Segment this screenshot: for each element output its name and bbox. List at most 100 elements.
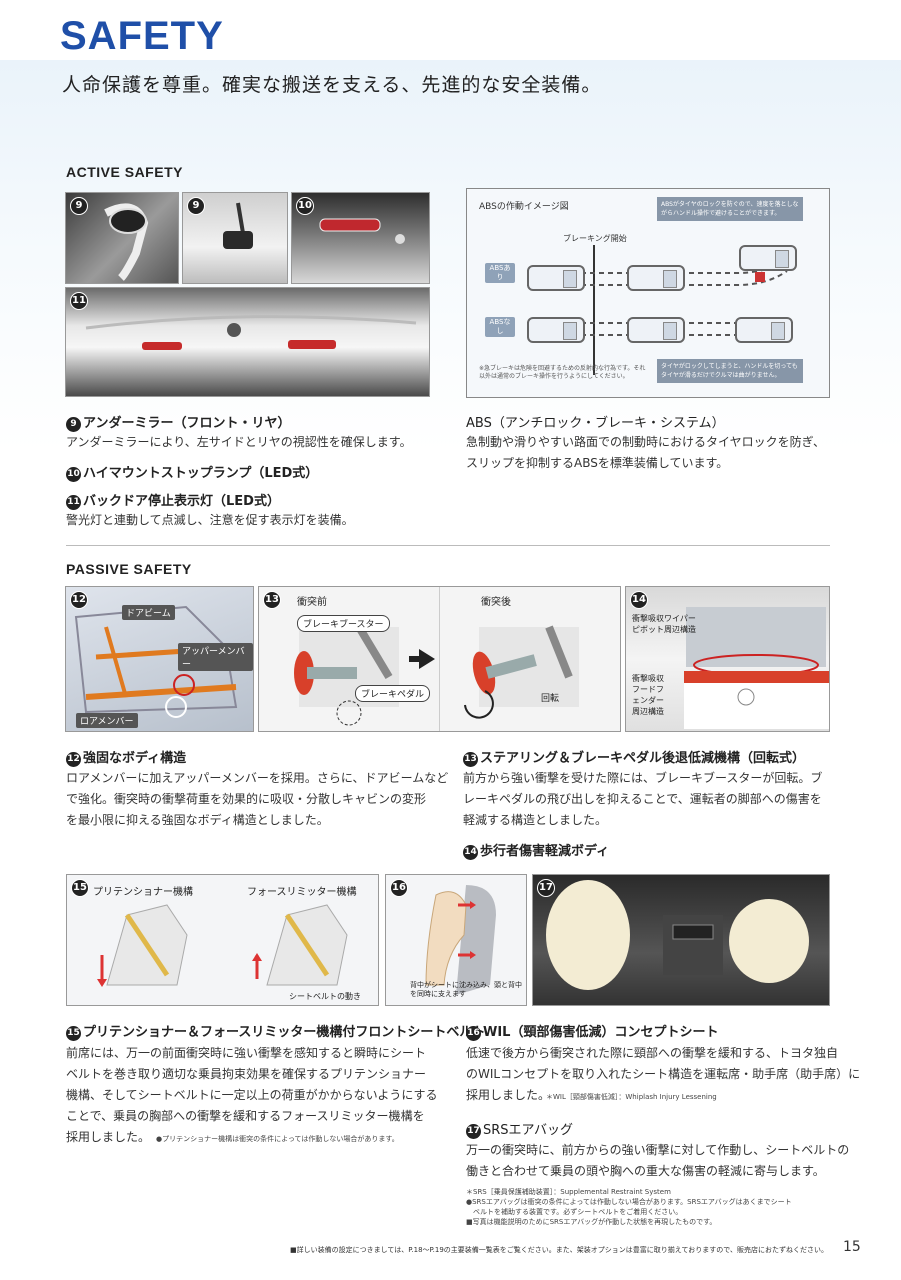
item-body-structure-text-3: を最小限に抑える強固なボディ構造としました。 <box>66 813 329 827</box>
item-body-structure-text-2: で強化。衝突時の衝撃荷重を効果的に吸収・分散しキャビンの変形 <box>66 792 427 806</box>
passive-safety-heading: PASSIVE SAFETY <box>66 561 192 577</box>
photo-number: 9 <box>70 197 88 215</box>
abs-diagram: ABSの作動イメージ図 ABSがタイヤのロックを防ぐので、速度を落としながらハン… <box>466 188 830 398</box>
item-wil-text-1: 低速で後方から衝突された際に頸部への衝撃を緩和する、トヨタ独自 <box>466 1046 839 1060</box>
page-subtitle: 人命保護を尊重。確実な搬送を支える、先進的な安全装備。 <box>62 74 602 96</box>
after-collision-label: 衝突後 <box>481 597 511 608</box>
abs-car-2 <box>627 265 685 291</box>
belt-motion-label: シートベルトの動き <box>289 992 361 1001</box>
photo-seatbelt-mechanism: 15 プリテンショナー機構 フォースリミッター機構 シートベルトの動き <box>66 874 379 1006</box>
item-seatbelt-note: ●プリテンショナー機構は衝突の条件によっては作動しない場合があります。 <box>156 1135 399 1143</box>
item-wil-note: ＊WIL［頸部傷害低減］：Whiplash Injury Lessening <box>546 1093 717 1101</box>
stop-lamp-shape <box>319 218 405 244</box>
braking-start-line <box>593 245 595 375</box>
abs-text-2: スリップを抑制するABSを標準装備しています。 <box>466 456 729 470</box>
force-limiter-label: フォースリミッター機構 <box>247 887 357 898</box>
photo-number: 17 <box>537 879 555 897</box>
rotation-label: 回転 <box>541 694 560 704</box>
abs-car-4 <box>527 317 585 343</box>
before-collision-label: 衝突前 <box>297 597 327 608</box>
van-front-shape <box>684 607 829 729</box>
photo-high-mount-stop-lamp: 10 <box>291 192 430 284</box>
footer-note: ■詳しい装備の設定につきましては、P.18〜P.19の主要装備一覧表をご覧くださ… <box>290 1246 828 1254</box>
item-body-structure-text-1: ロアメンバーに加えアッパーメンバーを採用。さらに、ドアビームなど <box>66 771 449 785</box>
abs-callout-top: ABSがタイヤのロックを防ぐので、速度を落としながらハンドル操作で避けることがで… <box>657 197 803 221</box>
item-wil-text-3: 採用しました。 <box>466 1088 551 1102</box>
abs-without-label: ABSなし <box>485 317 515 337</box>
item-number: 10 <box>66 467 81 482</box>
item-srs-text-2: 働きと合わせて乗員の頭や胸への重大な傷害の軽減に寄与します。 <box>466 1164 825 1178</box>
abs-with-label: ABSあり <box>485 263 515 283</box>
item-number: 14 <box>463 845 478 860</box>
item-srs-note-2: ●SRSエアバッグは衝突の条件によっては作動しない場合があります。SRSエアバッ… <box>466 1198 792 1206</box>
photo-wil-seat: 16 背中がシートに沈み込み、頭と背中を同時に支えます <box>385 874 527 1006</box>
item-number: 17 <box>466 1124 481 1139</box>
photo-srs-airbags: 17 <box>532 874 830 1006</box>
item-number: 13 <box>463 752 478 767</box>
page-title: SAFETY <box>60 14 224 58</box>
abs-footnote: ※急ブレーキは危険を回避するための反射的な行為です。それ以外は通常のブレーキ操作… <box>479 365 646 380</box>
item-number: 15 <box>66 1026 81 1041</box>
door-beam-label: ドアビーム <box>122 605 175 620</box>
rear-mirror-shape <box>223 202 253 249</box>
photo-under-mirror-front: 9 <box>65 192 179 284</box>
photo-steering-brake-mechanism: 13 衝突前 衝突後 ブレーキブースター ブレーキペダル 回転 <box>258 586 621 732</box>
item-number: 16 <box>466 1026 481 1041</box>
abs-callout-bottom: タイヤがロックしてしまうと、ハンドルを切ってもタイヤが滑るだけでクルマは曲がりま… <box>657 359 803 383</box>
photo-number: 9 <box>187 197 205 215</box>
item-steering-brake-text-1: 前方から強い衝撃を受けた際には、ブレーキブースターが回転。ブ <box>463 771 823 785</box>
brake-pedal-label: ブレーキペダル <box>355 685 431 702</box>
abs-car-6 <box>735 317 793 343</box>
active-safety-heading: ACTIVE SAFETY <box>66 164 183 180</box>
photo-number: 13 <box>263 591 281 609</box>
item-steering-brake-text-3: 軽減する構造としました。 <box>463 813 608 827</box>
item-steering-brake-text-2: レーキペダルの飛び出しを抑えることで、運転者の脚部への傷害を <box>463 792 822 806</box>
photo-under-mirror-rear: 9 <box>182 192 288 284</box>
section-divider <box>66 545 830 546</box>
photo-number: 16 <box>390 879 408 897</box>
lower-member-label: ロアメンバー <box>76 713 138 728</box>
photo-back-door-lamp: 11 <box>65 287 430 397</box>
item-back-door-text: 警光灯と連動して点滅し、注意を促す表示灯を装備。 <box>66 513 354 527</box>
abs-car-1 <box>527 265 585 291</box>
seatbelt-drawing <box>97 904 348 987</box>
mechanism-drawing <box>294 624 579 726</box>
photo-number: 10 <box>296 197 314 215</box>
photo-number: 14 <box>630 591 648 609</box>
upper-member-label: アッパーメンバー <box>178 643 253 671</box>
wil-seat-drawing <box>425 885 496 995</box>
before-after-divider <box>439 587 440 731</box>
airbags-drawing <box>546 880 809 990</box>
abs-title: ABS（アンチロック・ブレーキ・システム） <box>466 416 725 431</box>
page-number: 15 <box>843 1239 861 1255</box>
item-number: 12 <box>66 752 81 767</box>
photo-pedestrian-protection: 14 衝撃吸収ワイパーピボット周辺構造 衝撃吸収フードフェンダー周辺構造 <box>625 586 830 732</box>
item-number: 11 <box>66 495 81 510</box>
abs-car-5 <box>627 317 685 343</box>
pretensioner-label: プリテンショナー機構 <box>93 887 193 898</box>
item-srs-text-1: 万一の衝突時に、前方からの強い衝撃に対して作動し、シートベルトの <box>466 1143 850 1157</box>
braking-start-label: ブレーキング開始 <box>563 234 627 243</box>
item-seatbelt-text-5: 採用しました。 <box>66 1130 151 1144</box>
item-seatbelt-text-2: ベルトを巻き取り適切な乗員拘束効果を確保するプリテンショナー <box>66 1067 427 1081</box>
wiper-pivot-label: 衝撃吸収ワイパーピボット周辺構造 <box>632 614 696 634</box>
abs-diagram-title: ABSの作動イメージ図 <box>479 202 569 212</box>
item-srs-note-4: ■写真は機能説明のためにSRSエアバッグが作動した状態を再現したものです。 <box>466 1218 717 1226</box>
hood-fender-label: 衝撃吸収フードフェンダー周辺構造 <box>632 674 664 716</box>
abs-text-1: 急制動や滑りやすい路面での制動時におけるタイヤロックを防ぎ、 <box>466 435 826 449</box>
photo-body-structure: 12 ドアビーム アッパーメンバー ロアメンバー <box>65 586 254 732</box>
wil-caption: 背中がシートに沈み込み、頭と背中を同時に支えます <box>410 981 522 998</box>
item-number: 9 <box>66 417 81 432</box>
back-door-lamp-shape <box>85 315 417 350</box>
photo-number: 12 <box>70 591 88 609</box>
item-wil-text-2: のWILコンセプトを取り入れたシート構造を運転席・助手席（助手席）に <box>466 1067 861 1081</box>
item-srs-note-1: ＊SRS［乗員保護補助装置］：Supplemental Restraint Sy… <box>466 1188 671 1196</box>
